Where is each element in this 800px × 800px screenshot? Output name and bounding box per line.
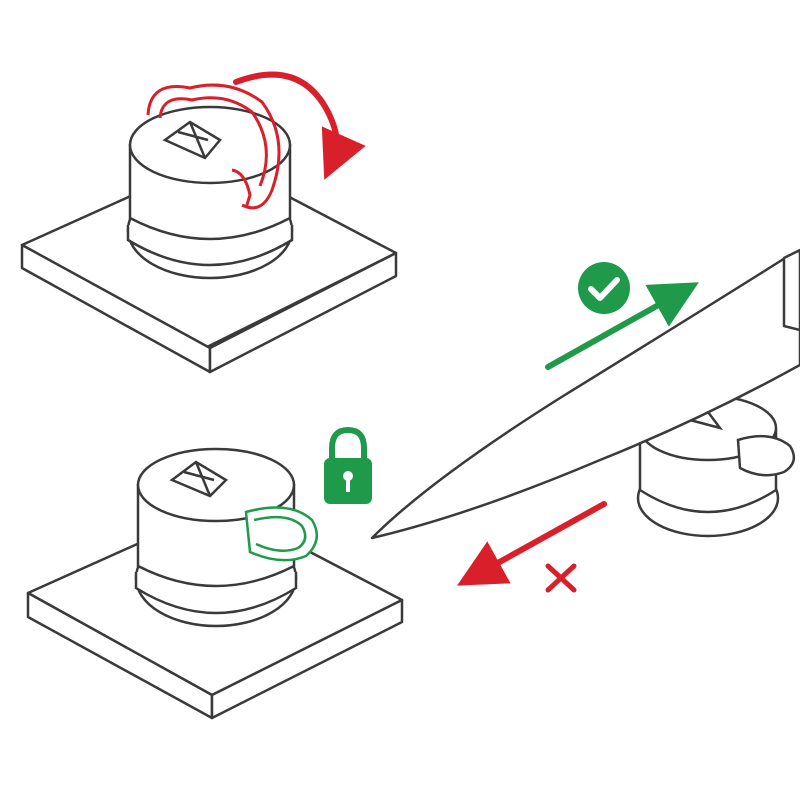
step2-group — [26, 426, 404, 720]
wrong-arrow-icon — [457, 501, 607, 586]
padlock-icon — [324, 426, 372, 504]
check-icon — [578, 262, 630, 314]
wrong-direction — [457, 501, 607, 593]
step3-lever-gray — [736, 434, 796, 477]
step1-group — [20, 71, 398, 374]
step1-lever-red — [146, 83, 281, 210]
step1-sharpener-body — [128, 105, 292, 241]
cross-icon — [545, 563, 577, 593]
correct-arrow-icon — [545, 282, 699, 370]
correct-direction — [545, 262, 699, 370]
step3-group — [370, 248, 800, 593]
knife-bolster — [782, 248, 800, 332]
rotate-arrow-icon — [233, 71, 366, 180]
step2-lever-green — [244, 506, 319, 562]
